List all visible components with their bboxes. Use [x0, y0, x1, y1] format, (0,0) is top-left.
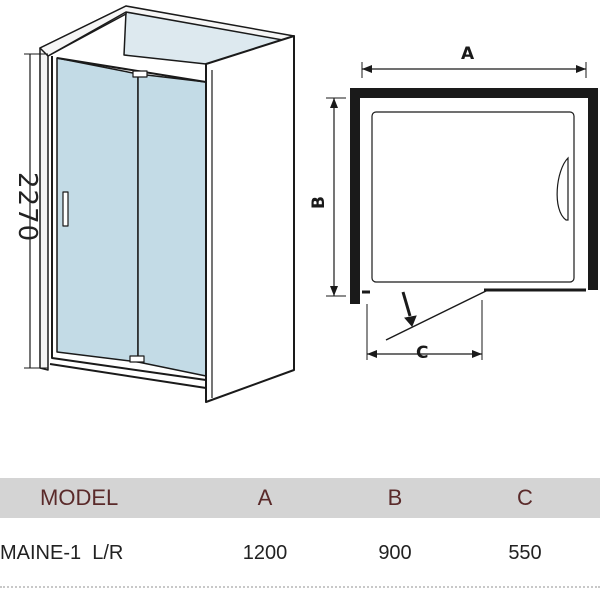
table-header: MODEL A B C: [0, 478, 600, 518]
bottom-rail: [49, 363, 207, 389]
cell-a: 1200: [242, 541, 288, 564]
dimension-c-label: C: [416, 343, 429, 363]
door-handle: [62, 191, 69, 227]
shower-enclosure-diagram: 2270 A B C: [12, 5, 598, 403]
plan-wall: [350, 88, 598, 304]
cell-model: MAINE-1 L/R: [0, 541, 124, 564]
drain-icon: [556, 156, 569, 221]
header-c: C: [517, 485, 533, 510]
plan-view: [326, 62, 598, 360]
bottom-hinge: [129, 355, 145, 363]
dimension-a-label: A: [461, 44, 475, 64]
dotted-divider: [0, 586, 600, 588]
header-b: B: [387, 485, 403, 510]
table-row: MAINE-1 L/R 1200 900 550: [0, 532, 600, 574]
left-glass-panel: [56, 57, 139, 363]
height-dimension-label: 2270: [12, 172, 42, 243]
top-rail: [56, 57, 207, 83]
swing-arrow: [404, 315, 417, 327]
front-frame: [51, 56, 207, 381]
cell-b: 900: [378, 541, 412, 564]
cell-c: 550: [508, 541, 542, 564]
spec-table: MODEL A B C MAINE-1 L/R 1200 900 550: [0, 478, 600, 574]
header-a: A: [257, 485, 273, 510]
door-swing: [385, 289, 489, 341]
right-glass-panel: [137, 73, 207, 377]
shower-tray: [371, 111, 575, 283]
header-model: MODEL: [40, 485, 119, 510]
perspective-view: [24, 5, 295, 403]
top-hinge: [132, 70, 148, 78]
diagram-drawing: [24, 5, 598, 403]
side-return-panel: [205, 35, 295, 403]
dimension-b-label: B: [308, 196, 329, 209]
